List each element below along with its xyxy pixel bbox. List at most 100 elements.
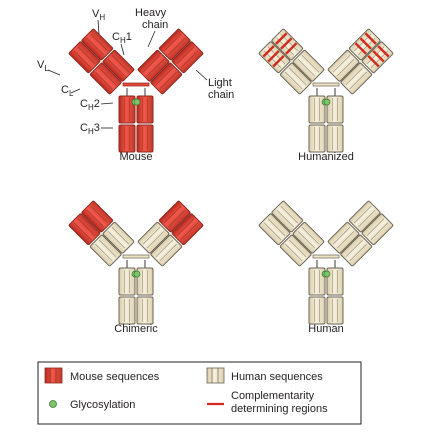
cl-domain <box>150 234 183 267</box>
domain-annotations: VH Heavy chain CH1 VL CL CH2 CH3 Light c… <box>37 7 234 136</box>
ch2-domain <box>136 267 154 296</box>
vh-leader <box>97 19 100 35</box>
cdr-mark <box>272 55 285 68</box>
fc-chain-left <box>308 95 326 153</box>
fab-arm-right <box>137 200 204 267</box>
glycosylation-dot <box>133 98 141 106</box>
heavy-chain-fab <box>271 28 325 82</box>
ch3-domain <box>136 124 154 153</box>
ch2-leader <box>100 102 114 105</box>
legend-human-swatch <box>206 367 225 384</box>
ch2-domain <box>308 95 326 124</box>
fc-chain-left <box>118 267 136 325</box>
ch2-domain <box>118 267 136 296</box>
light-chain-label-2: chain <box>208 89 234 101</box>
hinge <box>312 254 340 259</box>
cl-domain <box>150 62 183 95</box>
vh-domain <box>158 28 191 61</box>
heavy-chain-fab <box>137 200 191 254</box>
ch3-domain <box>308 124 326 153</box>
fab-arm-left <box>258 200 325 267</box>
heavy-chain-leader <box>147 30 156 48</box>
antibody-group <box>68 28 394 325</box>
antibody-label-human: Human <box>308 323 343 335</box>
vl-label: VL <box>37 59 49 73</box>
cdr-mark <box>354 42 367 55</box>
cl-domain <box>279 234 312 267</box>
heavy-chain-fab <box>327 200 381 254</box>
legend-mouse-sequences: Mouse sequences <box>70 371 160 383</box>
vl-domain <box>258 41 291 74</box>
antibody-human <box>258 200 394 325</box>
vl-domain <box>171 41 204 74</box>
hinge <box>122 254 150 259</box>
cdr-mark <box>364 32 377 45</box>
vh-domain <box>158 200 191 233</box>
legend-box <box>37 361 362 425</box>
antibody-label-humanized: Humanized <box>298 151 354 163</box>
ch1-domain <box>137 49 170 82</box>
heavy-chain-fab <box>327 28 381 82</box>
antibody-label-chimeric: Chimeric <box>114 323 158 335</box>
cdr-mark <box>267 50 280 63</box>
ch3-domain <box>326 296 344 325</box>
hinge <box>312 82 340 87</box>
fc-chain-left <box>118 95 136 153</box>
heavy-chain-fab <box>81 200 135 254</box>
ch3-domain <box>118 296 136 325</box>
vh-domain <box>81 28 114 61</box>
legend-glycosylation: Glycosylation <box>70 399 135 411</box>
heavy-chain-fab <box>137 28 191 82</box>
cl-domain <box>340 62 373 95</box>
fab-arm-left <box>68 200 135 267</box>
cl-domain <box>279 62 312 95</box>
ch3-domain <box>136 296 154 325</box>
ch2-domain <box>308 267 326 296</box>
light-chain <box>340 41 394 95</box>
legend-cdr-line1: Complementarity <box>231 390 315 402</box>
fab-arm-right <box>327 28 394 95</box>
legend-mouse-swatch <box>44 367 63 384</box>
heavy-chain-fab <box>271 200 325 254</box>
ch1-domain <box>292 49 325 82</box>
cl-domain <box>89 62 122 95</box>
fab-arm-right <box>137 28 204 95</box>
light-chain <box>150 213 204 267</box>
cdr-mark <box>275 32 288 45</box>
light-chain <box>258 213 312 267</box>
fc-chain-right <box>136 95 154 153</box>
antibody-humanized <box>258 28 394 153</box>
ch2-label: CH2 <box>80 98 100 112</box>
fc-chain-right <box>326 95 344 153</box>
legend-cdr-line2: determining regions <box>231 403 328 415</box>
heavy-chain-label-1: Heavy <box>135 7 167 19</box>
vl-domain <box>258 213 291 246</box>
ch1-label: CH1 <box>112 31 132 45</box>
vl-domain <box>361 41 394 74</box>
cdr-mark <box>262 45 275 58</box>
vh-domain <box>348 200 381 233</box>
light-chain <box>150 41 204 95</box>
light-chain <box>68 213 122 267</box>
vl-domain <box>68 41 101 74</box>
fab-arm-left <box>68 28 135 95</box>
ch1-domain <box>327 221 360 254</box>
heavy-chain-label-2: chain <box>142 19 168 31</box>
heavy-chain-fab <box>81 28 135 82</box>
ch3-domain <box>326 124 344 153</box>
legend-human-sequences: Human sequences <box>231 371 323 383</box>
fc-chain-right <box>136 267 154 325</box>
fc-chain-right <box>326 267 344 325</box>
ch1-domain <box>292 221 325 254</box>
light-chain-label-1: Light <box>208 77 232 89</box>
cdr-mark <box>359 37 372 50</box>
ch1-domain <box>102 49 135 82</box>
antibody-chimeric <box>68 200 204 325</box>
antibody-label-mouse: Mouse <box>119 151 152 163</box>
ch2-domain <box>326 95 344 124</box>
cl-domain <box>340 234 373 267</box>
glycosylation-dot <box>323 270 331 278</box>
glycosylation-dot <box>133 270 141 278</box>
cdr-mark <box>377 45 390 58</box>
